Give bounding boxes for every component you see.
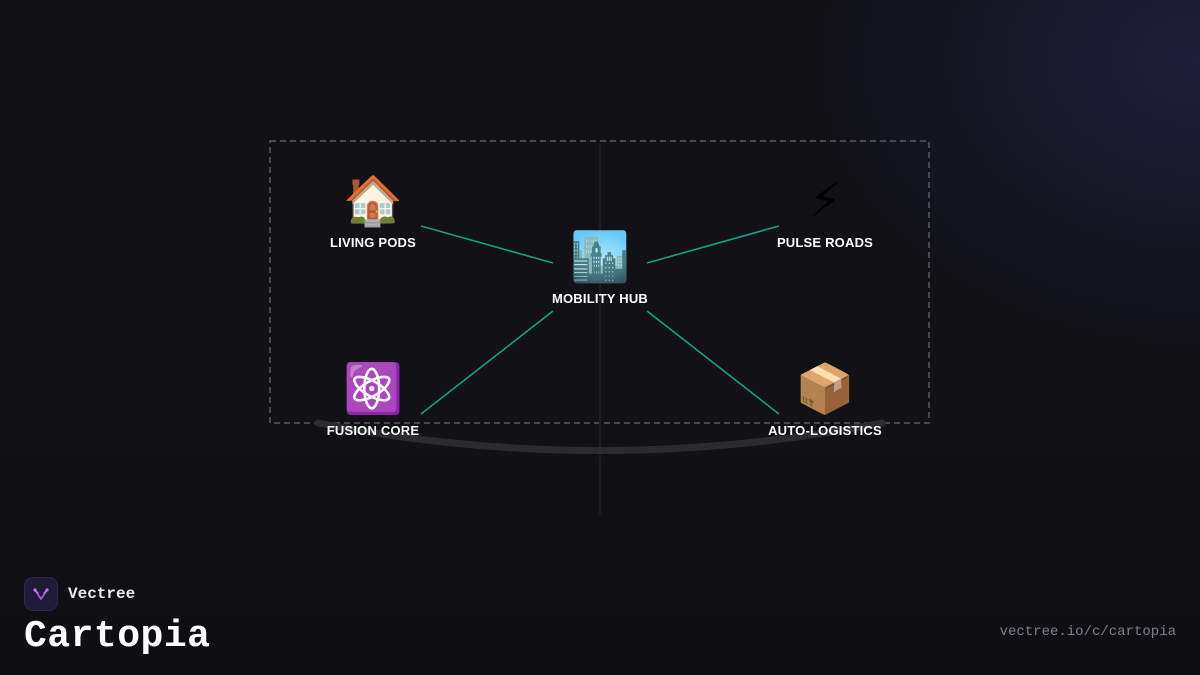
brand-name: Vectree (68, 585, 136, 603)
lightning-icon: ⚡ (808, 173, 842, 229)
product-title: Cartopia (24, 615, 211, 658)
product-url[interactable]: vectree.io/c/cartopia (999, 624, 1176, 640)
edge-pulse-roads-to-mobility-hub (646, 225, 780, 264)
brand-block: Vectree Cartopia (24, 577, 210, 659)
base-arc (314, 419, 886, 454)
node-label: PULSE ROADS (776, 235, 874, 250)
atom-icon: ⚛️ (343, 361, 403, 417)
node-label: LIVING PODS (330, 235, 416, 250)
edge-fusion-core-to-mobility-hub (420, 310, 554, 415)
node-label: AUTO-LOGISTICS (768, 423, 882, 438)
house-icon: 🏠 (343, 173, 403, 229)
edges-layer (420, 225, 780, 415)
node-label: MOBILITY HUB (551, 291, 649, 306)
package-icon: 📦 (795, 361, 855, 417)
node-pulse-roads[interactable]: ⚡ PULSE ROADS (745, 173, 905, 250)
node-auto-logistics[interactable]: 📦 AUTO-LOGISTICS (745, 361, 905, 438)
node-mobility-hub[interactable]: 🏙️ MOBILITY HUB (520, 229, 680, 306)
node-living-pods[interactable]: 🏠 LIVING PODS (293, 173, 453, 250)
vectree-logo-icon[interactable] (24, 577, 58, 611)
cityscape-icon: 🏙️ (570, 229, 630, 285)
edge-living-pods-to-mobility-hub (420, 225, 554, 264)
edge-auto-logistics-to-mobility-hub (646, 310, 780, 415)
node-label: FUSION CORE (326, 423, 420, 438)
node-fusion-core[interactable]: ⚛️ FUSION CORE (293, 361, 453, 438)
